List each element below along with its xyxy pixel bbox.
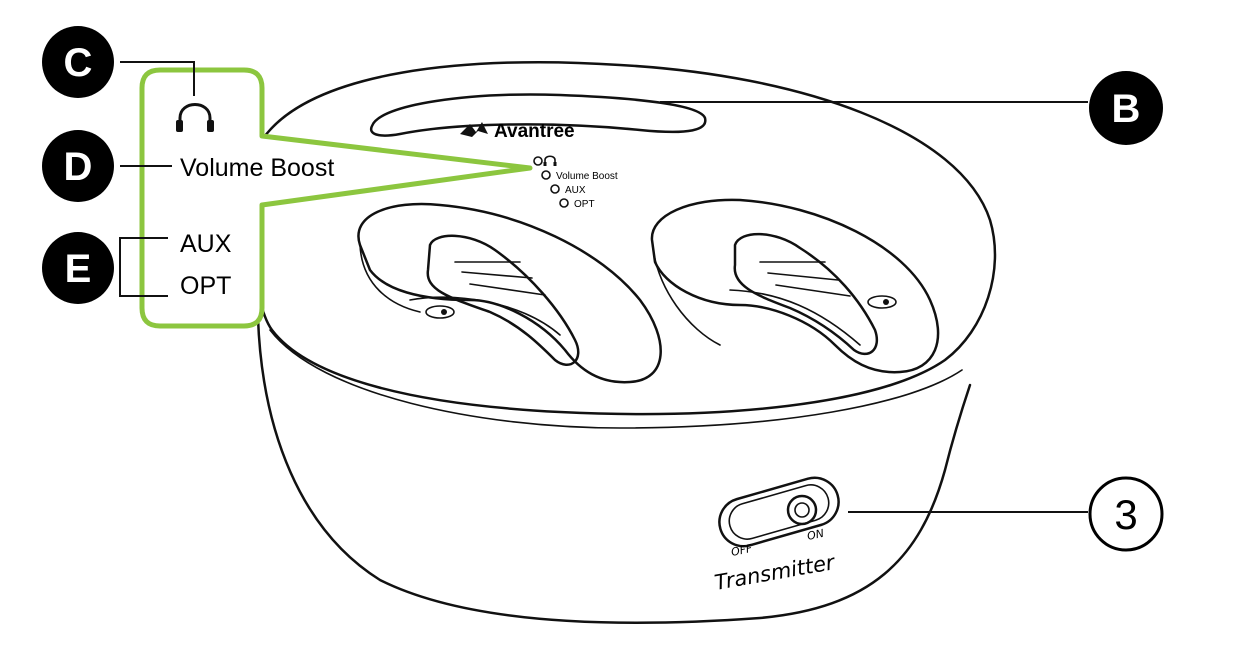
led-opt-label: OPT: [574, 199, 595, 210]
switch-off-label: OFF: [730, 542, 754, 559]
leader-e: [119, 237, 168, 297]
led-volume-boost-label: Volume Boost: [556, 171, 618, 182]
callout-3: 3: [1088, 476, 1164, 552]
callout-c: C: [42, 26, 114, 98]
device-led-panel: Volume Boost AUX OPT: [533, 155, 618, 210]
callout-d: D: [42, 130, 114, 202]
callout-3-text: 3: [1114, 491, 1137, 538]
indicator-zoom-panel: [139, 67, 533, 329]
callout-e-text: E: [65, 247, 92, 291]
device-base: [251, 60, 997, 624]
callout-e: E: [42, 232, 114, 304]
brand-logo: Avantree: [460, 121, 575, 142]
headphone-icon: [176, 103, 214, 132]
top-slot: [369, 93, 707, 137]
volume-boost-label: Volume Boost: [180, 154, 334, 182]
led-volume-boost: [541, 170, 551, 180]
callout-c-text: C: [64, 41, 93, 85]
led-aux-label: AUX: [565, 185, 586, 196]
brand-name: Avantree: [494, 121, 575, 142]
power-switch[interactable]: OFF ON Transmitter: [713, 472, 845, 595]
switch-on-label: ON: [806, 527, 825, 543]
callout-b-text: B: [1112, 87, 1141, 131]
leader-c: [120, 61, 195, 96]
led-headphone-icon: [543, 155, 557, 166]
callout-d-text: D: [64, 145, 93, 189]
led-headphone: [533, 156, 543, 166]
aux-label: AUX: [180, 230, 232, 258]
opt-label: OPT: [180, 272, 231, 300]
avantree-bird-icon: [460, 122, 488, 137]
led-aux: [550, 184, 560, 194]
callout-b: B: [1089, 71, 1163, 145]
charging-cradle-right: [650, 198, 940, 374]
charging-cradle-left: [357, 202, 662, 384]
led-opt: [559, 198, 569, 208]
switch-knob[interactable]: [786, 494, 818, 526]
